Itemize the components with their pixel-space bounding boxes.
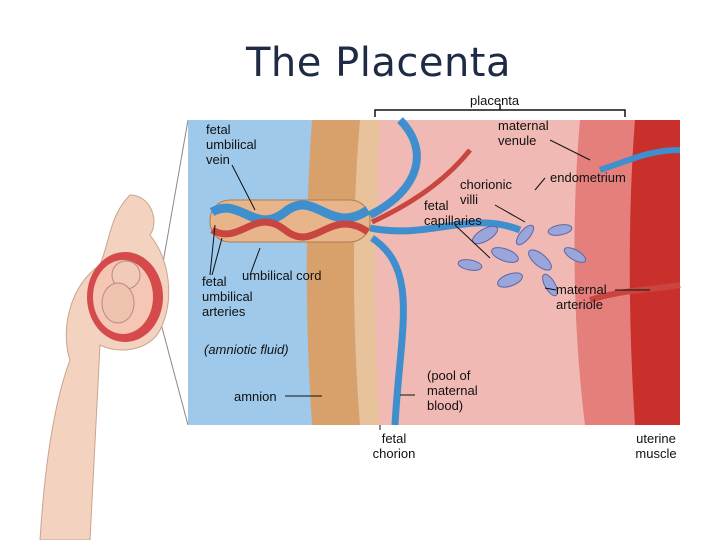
- label-pool-of-maternal-blood: (pool of maternal blood): [427, 368, 478, 413]
- label-amniotic-fluid: (amniotic fluid): [204, 342, 289, 357]
- maternal-blood-pool: [375, 120, 600, 425]
- label-fetal-umbilical-vein: fetal umbilical vein: [206, 122, 257, 167]
- label-placenta: placenta: [470, 93, 520, 108]
- label-amnion: amnion: [234, 389, 277, 404]
- pregnant-figure: [39, 194, 170, 540]
- zoom-line-top: [159, 119, 189, 281]
- uterine-muscle-region: [629, 120, 680, 425]
- chorionic-villi: [457, 224, 587, 297]
- zoom-line-bottom: [159, 319, 189, 426]
- label-maternal-venule: maternal venule: [498, 118, 549, 148]
- label-fetal-chorion: fetal chorion: [372, 431, 416, 461]
- page-title: The Placenta: [246, 40, 512, 86]
- maternal-arteriole-vessel: [589, 282, 681, 303]
- label-uterine-muscle: uterine muscle: [635, 431, 677, 461]
- leader-lines: [209, 139, 650, 430]
- label-fetal-capillaries: fetal capillaries: [424, 198, 482, 228]
- placenta-bracket: [374, 109, 626, 117]
- label-maternal-arteriole: maternal arteriole: [556, 282, 607, 312]
- label-endometrium: endometrium: [550, 170, 626, 185]
- label-fetal-umbilical-arteries: fetal umbilical arteries: [202, 274, 253, 319]
- endometrium-region: [574, 120, 640, 425]
- fetal-vein-vessel: [368, 117, 421, 219]
- maternal-venule-vessel: [599, 147, 681, 173]
- placenta-cross-section: [188, 117, 681, 426]
- label-chorionic-villi: chorionic villi: [460, 177, 513, 207]
- chorion-band: [306, 120, 360, 425]
- label-umbilical-cord: umbilical cord: [242, 268, 322, 283]
